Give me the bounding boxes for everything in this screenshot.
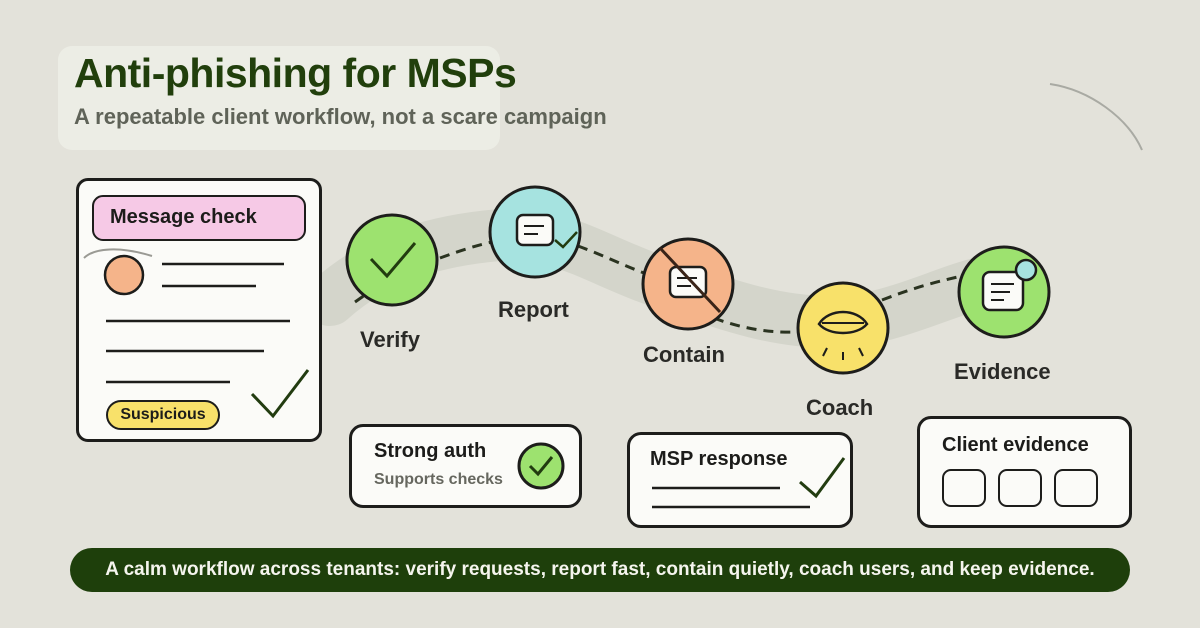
- sender-avatar: [103, 254, 145, 296]
- coach-step-icon: [796, 281, 890, 375]
- avatar-arc-decoration: [83, 248, 153, 259]
- evidence-slot: [1054, 469, 1098, 507]
- block-slash-icon: [658, 246, 722, 314]
- evidence-slot: [998, 469, 1042, 507]
- step-label-evidence: Evidence: [954, 359, 1051, 384]
- report-step-icon: [488, 185, 582, 279]
- client-evidence-title: Client evidence: [942, 434, 1089, 456]
- check-badge-icon: [517, 442, 565, 490]
- corner-arc-decoration: [1049, 83, 1143, 151]
- step-label-coach: Coach: [806, 395, 874, 420]
- page-subtitle: A repeatable client workflow, not a scar…: [74, 104, 607, 129]
- msp-response-lines: [652, 457, 846, 509]
- eye-icon: [817, 310, 869, 335]
- msp-response-card: [627, 432, 853, 528]
- step-label-verify: Verify: [360, 327, 420, 352]
- message-check-header: Message check: [92, 195, 306, 241]
- evidence-slot: [942, 469, 986, 507]
- suspicious-badge: Suspicious: [106, 400, 220, 430]
- contain-step-icon: [641, 237, 735, 331]
- evidence-step-icon: [957, 245, 1051, 339]
- check-icon: [554, 231, 578, 249]
- page-title: Anti-phishing for MSPs: [74, 50, 517, 96]
- report-message-icon: [515, 213, 555, 247]
- verify-step-icon: [345, 213, 439, 307]
- strong-auth-card: [349, 424, 582, 508]
- summary-banner: A calm workflow across tenants: verify r…: [70, 548, 1130, 592]
- workflow-dashed-connector: [354, 240, 963, 334]
- msp-response-title: MSP response: [650, 448, 788, 470]
- step-label-report: Report: [498, 297, 569, 322]
- check-icon: [369, 242, 417, 279]
- check-icon: [799, 457, 846, 499]
- notification-dot-icon: [1014, 258, 1038, 282]
- check-icon: [250, 369, 310, 419]
- message-body-lines: [83, 248, 310, 419]
- title-card: [58, 46, 500, 150]
- step-label-contain: Contain: [643, 342, 725, 367]
- strong-auth-subtitle: Supports checks: [374, 471, 503, 488]
- strong-auth-title: Strong auth: [374, 440, 487, 462]
